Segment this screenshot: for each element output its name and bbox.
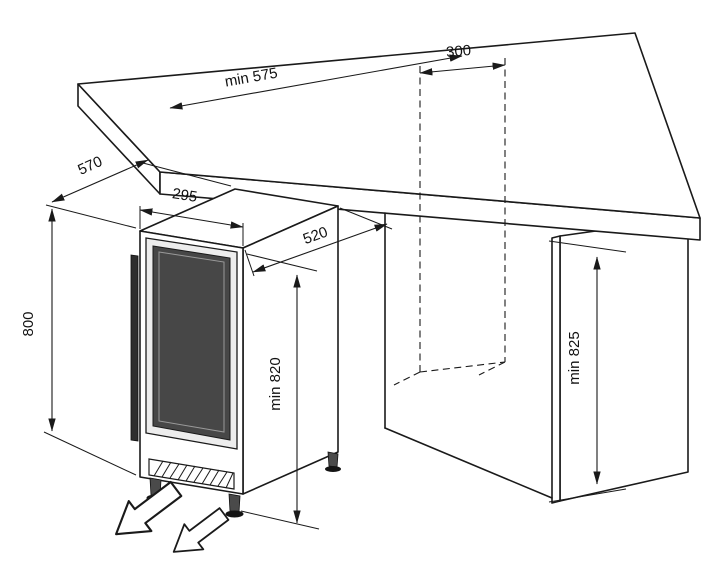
dimension-niche-min-height: min 820 [240, 253, 320, 530]
foot-front-right-base [225, 510, 244, 518]
direction-arrow-front-icon [172, 507, 230, 553]
foot-back-right-base [325, 466, 341, 472]
dimension-appliance-width: 295 [139, 185, 244, 246]
appliance-width-label: 295 [171, 185, 198, 206]
dimension-undercounter-min-height: min 825 [548, 240, 627, 503]
cooler-side-face [242, 205, 339, 495]
niche-opening [384, 212, 553, 499]
dimension-niche-recess-width: 300 [419, 42, 506, 76]
door-handle [130, 254, 139, 442]
niche-recess-width-label: 300 [445, 42, 471, 61]
countertop [77, 32, 701, 241]
appliance-height-label: 800 [20, 311, 37, 336]
foot-back-right [327, 451, 339, 468]
door-glass-inner-reflection [158, 251, 225, 433]
side-panel-front-edge [551, 235, 561, 504]
dimension-appliance-height: 800 [20, 208, 137, 476]
appliance-depth-label: 570 [75, 153, 105, 179]
undercounter-min-height-label: min 825 [566, 331, 583, 384]
vent-grille [148, 458, 235, 490]
direction-arrow-back-icon [115, 480, 183, 536]
door-glass [152, 245, 231, 441]
niche-recess-hidden-lines [393, 58, 506, 386]
wine-cooler [130, 188, 341, 518]
foot-front-right [228, 493, 241, 513]
cabinet-side-panel [551, 217, 689, 504]
niche-min-height-label: min 820 [267, 357, 284, 410]
pull-out-direction-arrows [115, 480, 230, 553]
grille-hatching [153, 460, 234, 489]
niche-floor-edge [384, 427, 553, 499]
